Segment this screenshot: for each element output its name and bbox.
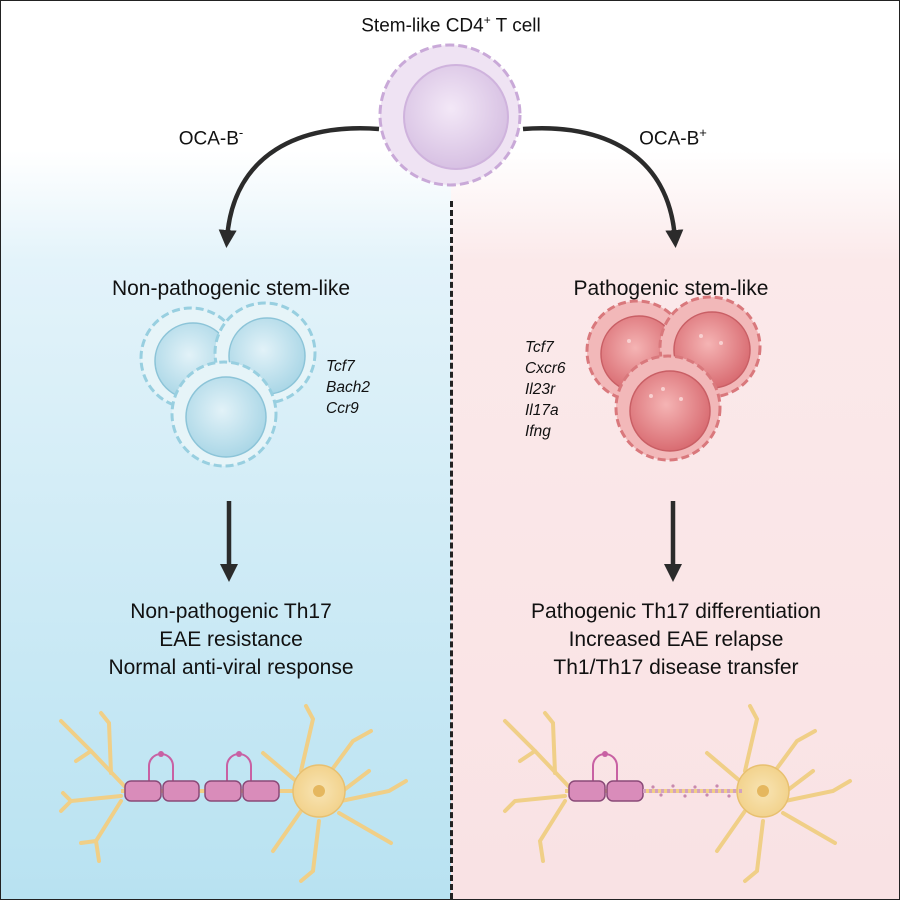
- center-dashed-divider: [450, 201, 453, 899]
- title-main: Stem-like CD4: [361, 15, 484, 37]
- gene-label: Tcf7: [525, 339, 554, 356]
- outcome-line: Non-pathogenic Th17: [130, 600, 332, 623]
- pathogenic-cell-cluster: [585, 295, 762, 462]
- outcome-line: Pathogenic Th17 differentiation: [531, 600, 821, 623]
- outcome-line: Increased EAE relapse: [568, 628, 784, 651]
- outcome-line: Normal anti-viral response: [108, 656, 354, 679]
- gene-label: Bach2: [326, 379, 370, 396]
- curved-arrow-left: [218, 126, 380, 248]
- stem-cell-title: Stem-like CD4+ T cell: [1, 13, 899, 37]
- gene-label: Ccr9: [326, 400, 359, 417]
- neuron-damaged-myelin: [503, 704, 852, 883]
- outcome-line: Th1/Th17 disease transfer: [553, 656, 799, 679]
- non-pathogenic-heading: Non-pathogenic stem-like: [111, 277, 351, 300]
- neuron-intact-myelin: [59, 704, 408, 883]
- gene-label: Il17a: [525, 402, 559, 419]
- non-pathogenic-outcomes: Non-pathogenic Th17 EAE resistance Norma…: [26, 598, 436, 682]
- non-pathogenic-gene-list: Tcf7 Bach2 Ccr9: [326, 356, 370, 419]
- branch-left-superscript: -: [238, 125, 244, 140]
- curved-arrow-right: [522, 126, 684, 248]
- stem-like-cd4-t-cell: [378, 43, 522, 187]
- pathogenic-heading: Pathogenic stem-like: [573, 277, 769, 300]
- branch-label-right: OCA-B+: [613, 125, 733, 150]
- non-pathogenic-cell-cluster: [139, 301, 317, 468]
- pathogenic-outcomes: Pathogenic Th17 differentiation Increase…: [466, 598, 886, 682]
- pathogenic-gene-list: Tcf7 Cxcr6 Il23r Il17a Ifng: [525, 337, 565, 442]
- title-rest: T cell: [490, 15, 541, 37]
- gene-label: Tcf7: [326, 358, 355, 375]
- branch-left-text: OCA-B: [178, 128, 239, 150]
- gene-label: Cxcr6: [525, 360, 566, 377]
- branch-label-left: OCA-B-: [151, 125, 271, 150]
- branch-right-text: OCA-B: [639, 128, 700, 150]
- outcome-line: EAE resistance: [159, 628, 303, 651]
- branch-right-superscript: +: [699, 125, 707, 140]
- gene-label: Ifng: [525, 423, 551, 440]
- gene-label: Il23r: [525, 381, 556, 398]
- title-superscript: +: [483, 13, 491, 27]
